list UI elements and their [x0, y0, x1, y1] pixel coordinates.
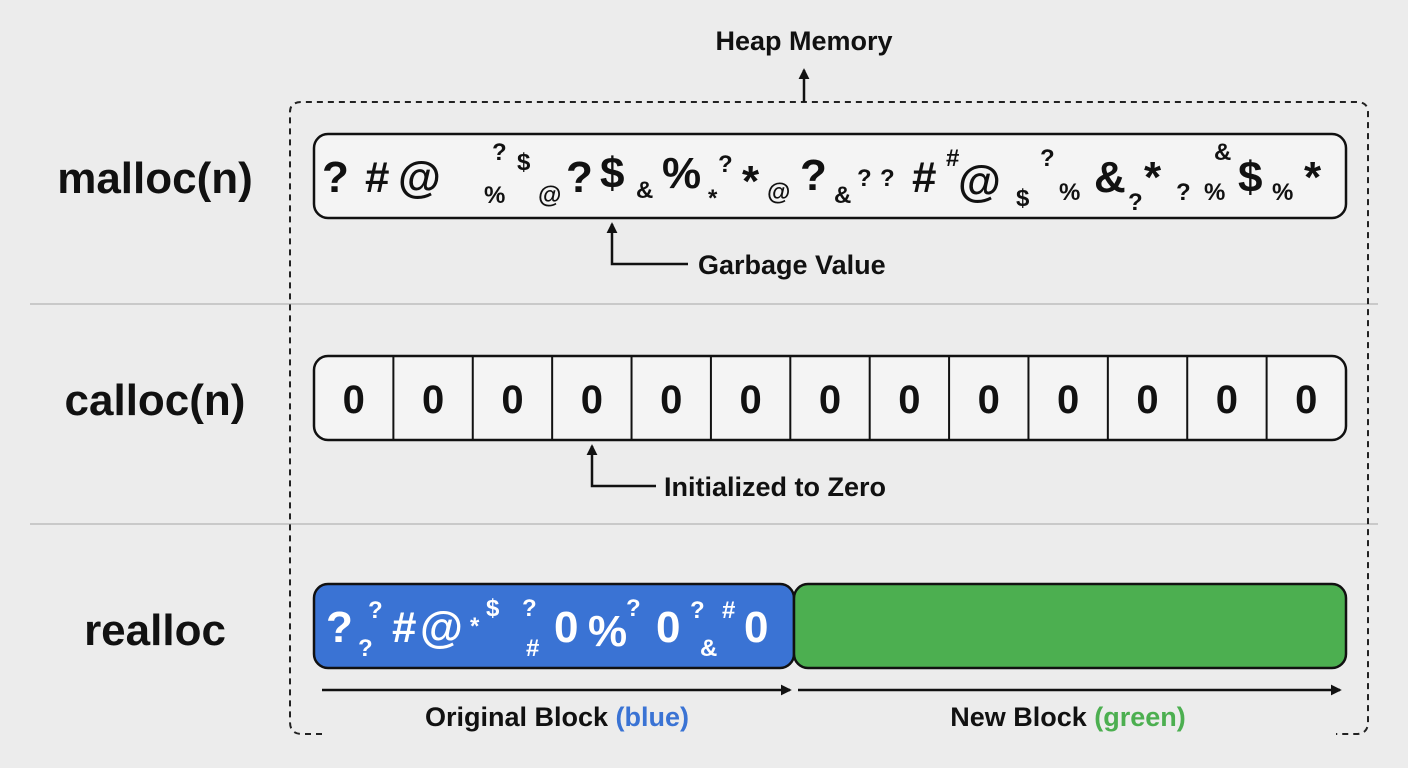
- glyph: &: [636, 177, 653, 204]
- glyph: *: [708, 185, 718, 212]
- calloc-label: calloc(n): [65, 376, 246, 425]
- initialized-zero-label: Initialized to Zero: [664, 472, 886, 502]
- heap-memory-label: Heap Memory: [715, 26, 892, 56]
- glyph: 0: [554, 603, 578, 652]
- glyph: $: [517, 149, 531, 176]
- glyph: %: [662, 149, 701, 198]
- initialized-zero-pointer: [586, 444, 656, 488]
- original-block-color-word: (blue): [616, 702, 690, 732]
- zero-cell: 0: [343, 378, 365, 422]
- glyph: ?: [690, 597, 705, 624]
- glyph: *: [742, 157, 760, 206]
- glyph: ?: [800, 151, 827, 200]
- zero-cell: 0: [898, 378, 920, 422]
- original-block-caption: Original Block (blue): [425, 702, 689, 732]
- calloc-block: [312, 354, 1348, 442]
- glyph: ?: [368, 597, 383, 624]
- glyph: #: [946, 145, 959, 172]
- original-block-label: Original Block: [425, 702, 609, 732]
- malloc-label: malloc(n): [57, 154, 253, 203]
- glyph: 0: [656, 603, 680, 652]
- glyph: @: [398, 153, 441, 202]
- malloc-block: [312, 132, 1348, 220]
- glyph: ?: [880, 165, 895, 192]
- zero-cell: 0: [1295, 378, 1317, 422]
- glyph: *: [1304, 153, 1322, 202]
- glyph: ?: [522, 595, 537, 622]
- zero-cell: 0: [1136, 378, 1158, 422]
- glyph: @: [538, 182, 561, 209]
- new-block-color-word: (green): [1094, 702, 1186, 732]
- glyph: $: [1016, 185, 1030, 212]
- glyph: #: [365, 153, 389, 202]
- glyph: $: [1238, 153, 1262, 202]
- zero-cell: 0: [978, 378, 1000, 422]
- zero-cell: 0: [819, 378, 841, 422]
- glyph: &: [834, 182, 851, 209]
- glyph: %: [1204, 179, 1225, 206]
- glyph: $: [486, 595, 500, 622]
- glyph: %: [484, 182, 505, 209]
- zero-cell: 0: [422, 378, 444, 422]
- zero-cell: 0: [1216, 378, 1238, 422]
- glyph: ?: [326, 603, 353, 652]
- glyph: #: [912, 153, 936, 202]
- glyph: @: [420, 603, 463, 652]
- glyph: #: [722, 597, 735, 624]
- garbage-value-label: Garbage Value: [698, 250, 886, 280]
- zero-cell: 0: [739, 378, 761, 422]
- glyph: ?: [492, 139, 507, 166]
- glyph: &: [1214, 139, 1231, 166]
- glyph: ?: [1128, 189, 1143, 216]
- glyph: #: [526, 635, 539, 662]
- zero-cell: 0: [1057, 378, 1079, 422]
- glyph: @: [958, 157, 1001, 206]
- realloc-original-contents: ? ? ? # @ * $ ? # 0 % ? 0 ? & # 0: [326, 595, 768, 662]
- glyph: ?: [1040, 145, 1055, 172]
- new-block: [792, 582, 1348, 670]
- glyph: ?: [857, 165, 872, 192]
- glyph: #: [392, 603, 416, 652]
- glyph: $: [600, 149, 624, 198]
- glyph: *: [470, 613, 480, 640]
- new-block-label: New Block: [950, 702, 1088, 732]
- glyph: 0: [744, 603, 768, 652]
- zero-cell: 0: [501, 378, 523, 422]
- glyph: %: [1059, 179, 1080, 206]
- realloc-label: realloc: [84, 606, 226, 655]
- glyph: ?: [566, 153, 593, 202]
- heap-boundary: [289, 101, 1369, 735]
- zero-cell: 0: [660, 378, 682, 422]
- glyph: &: [1094, 153, 1126, 202]
- glyph: @: [767, 179, 790, 206]
- glyph: *: [1144, 153, 1162, 202]
- glyph: ?: [626, 595, 641, 622]
- glyph: %: [588, 607, 627, 656]
- calloc-cell-dividers: [392, 356, 1268, 440]
- glyph: ?: [358, 635, 373, 662]
- zero-cell: 0: [581, 378, 603, 422]
- glyph: ?: [1176, 179, 1191, 206]
- glyph: &: [700, 635, 717, 662]
- malloc-garbage-values: ? # @ ? % $ @ ? $ & % * ? * @ ? & ? ? # …: [322, 139, 1322, 216]
- glyph: %: [1272, 179, 1293, 206]
- garbage-value-pointer: [606, 222, 688, 266]
- new-block-caption: New Block (green): [950, 702, 1186, 732]
- calloc-zero-cells: 0 0 0 0 0 0 0 0 0 0 0 0 0: [343, 378, 1318, 422]
- glyph: ?: [718, 151, 733, 178]
- glyph: ?: [322, 153, 349, 202]
